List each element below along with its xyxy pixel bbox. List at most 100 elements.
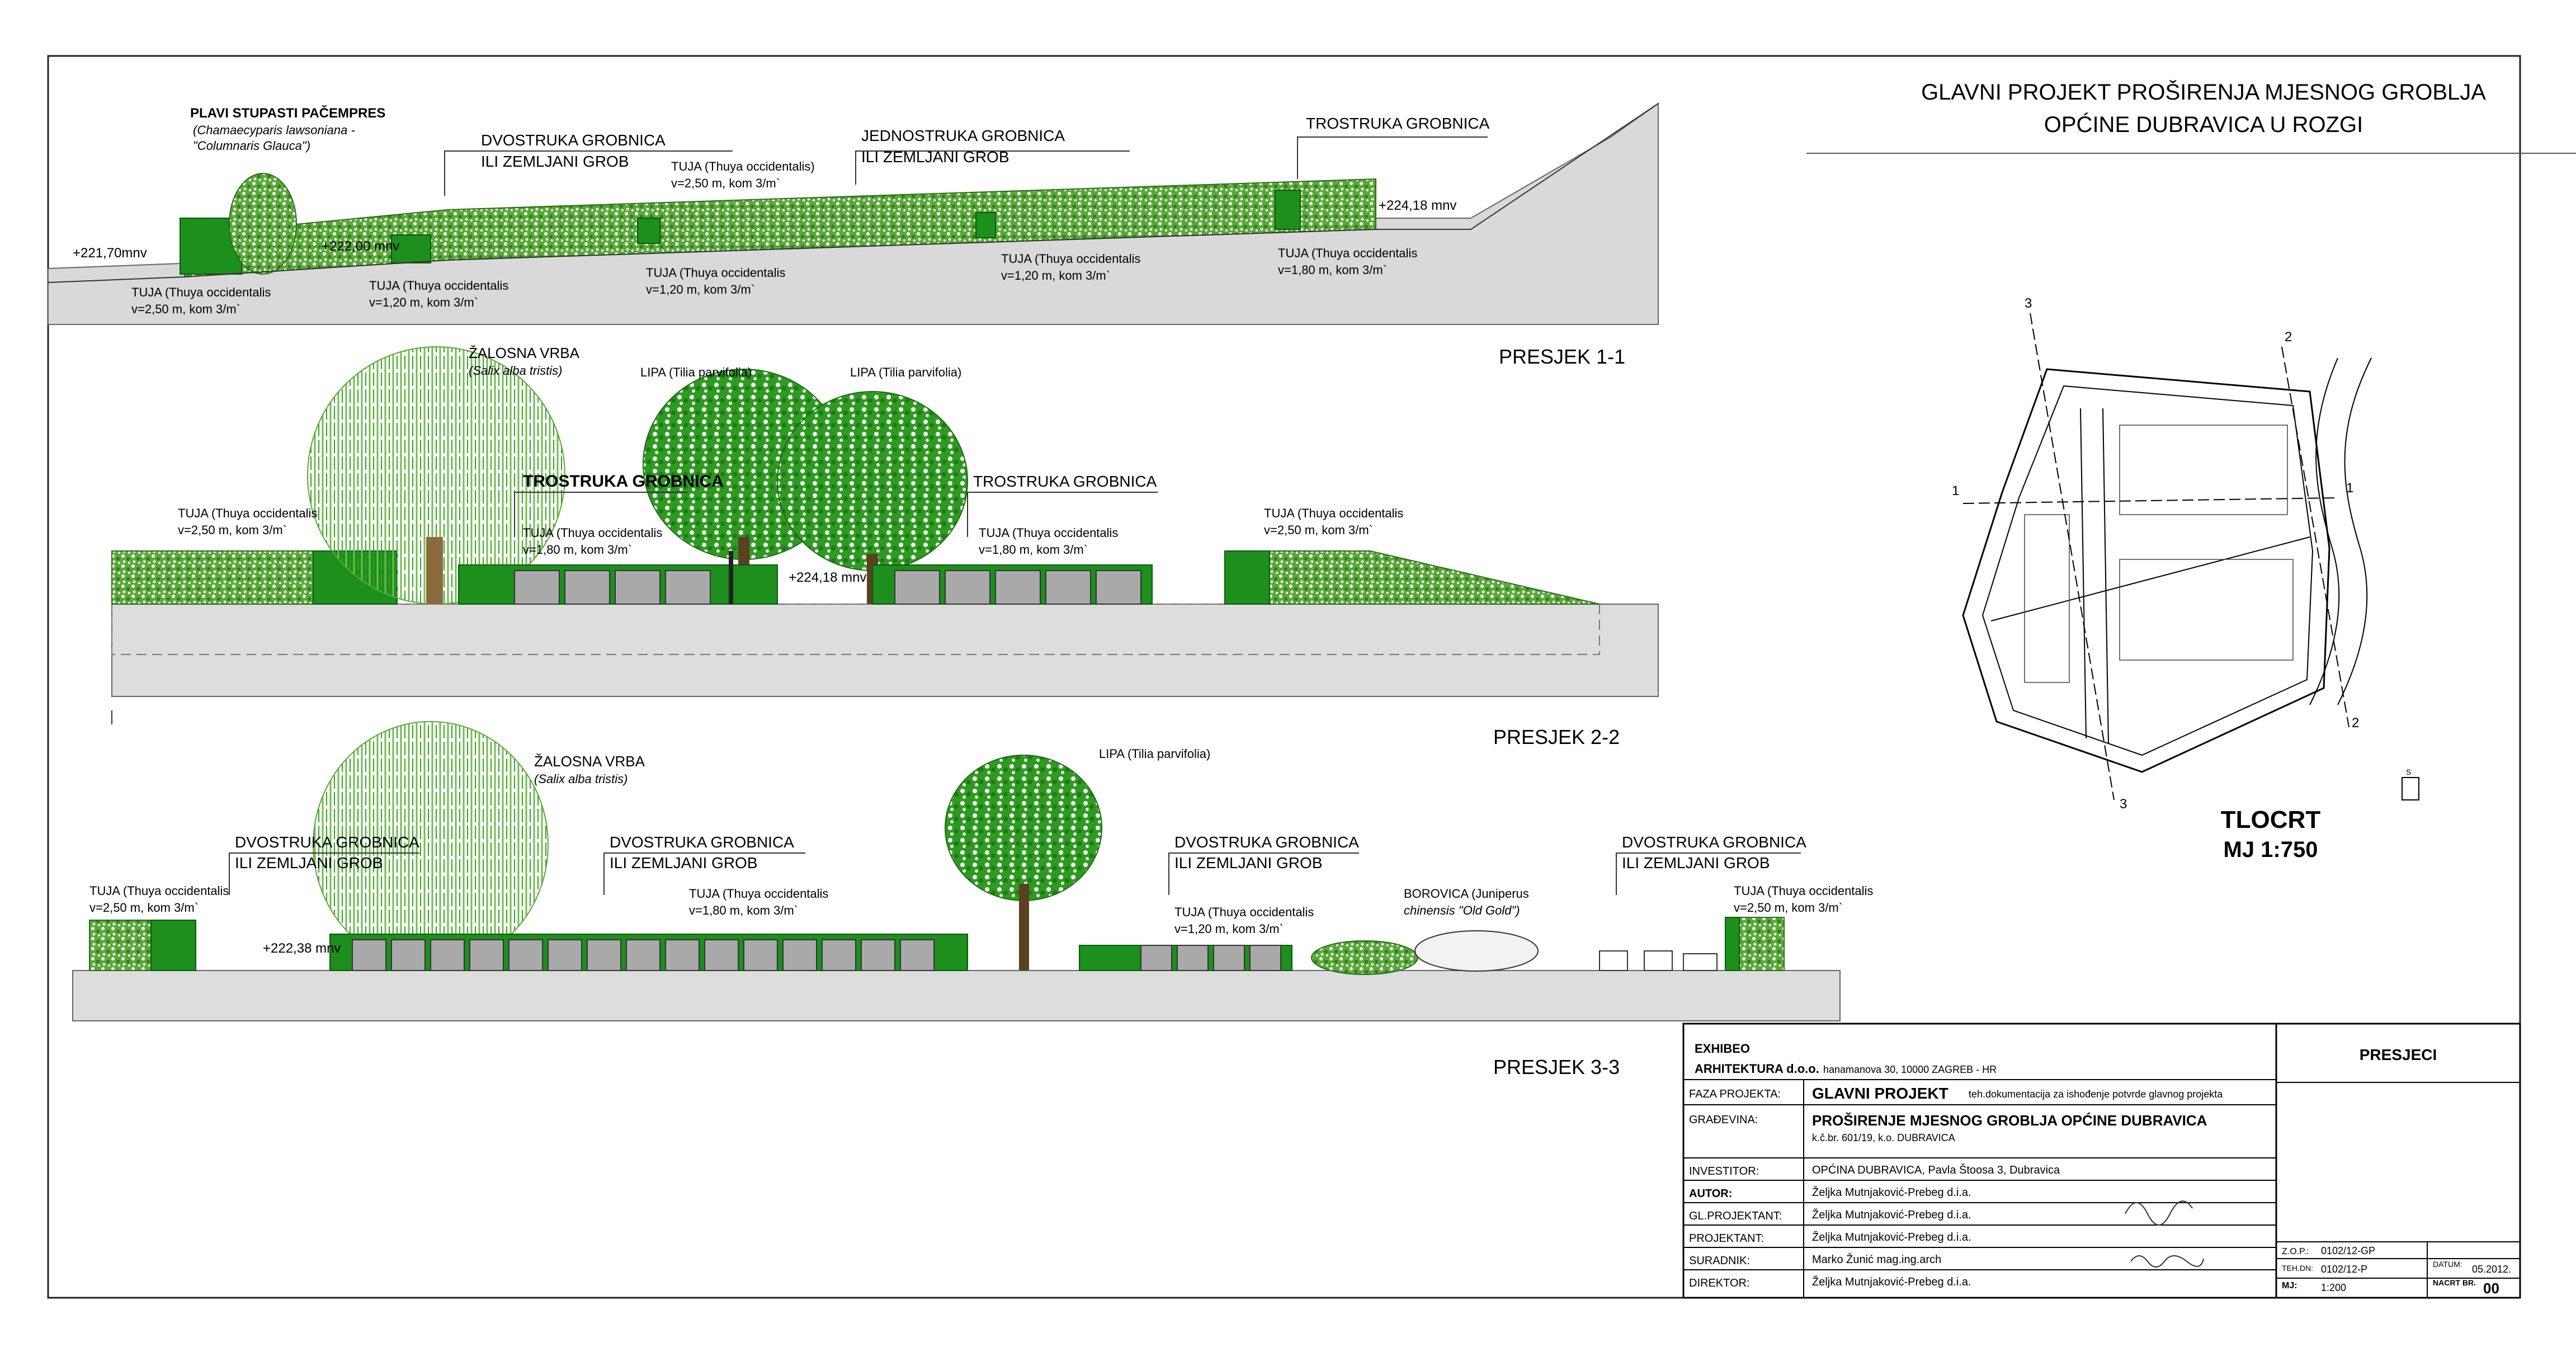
label-tuja-4-spec: v=2,50 m, kom 3/m` bbox=[1264, 523, 1373, 537]
label-tuja: TUJA (Thuya occidentalis) bbox=[671, 159, 815, 173]
label-tuja-4-spec: v=2,50 m, kom 3/m` bbox=[1734, 901, 1843, 915]
label-tuja-3-spec: v=1,80 m, kom 3/m` bbox=[979, 543, 1088, 557]
label-trostruka-right: TROSTRUKA GROBNICA bbox=[973, 473, 1157, 490]
section-1-1: PLAVI STUPASTI PAČEMPRES (Chamaecyparis … bbox=[48, 102, 1659, 368]
grave bbox=[615, 570, 660, 605]
grave bbox=[900, 939, 935, 971]
label-tuja-3: TUJA (Thuya occidentalis bbox=[646, 266, 785, 280]
label-tuja-2-spec: v=1,80 m, kom 3/m` bbox=[523, 543, 632, 557]
label-bracket bbox=[1616, 852, 1801, 895]
grave bbox=[1249, 945, 1281, 971]
plan-path bbox=[2080, 408, 2087, 739]
grave bbox=[514, 570, 560, 605]
label-tuja-1: TUJA (Thuya occidentalis bbox=[89, 884, 229, 898]
north-arrow-icon bbox=[2402, 777, 2419, 800]
logo-name: EXHIBEO bbox=[1695, 1042, 1750, 1056]
label-tuja-3: TUJA (Thuya occidentalis bbox=[979, 526, 1118, 540]
label-pacempres-latin2: "Columnaris Glauca") bbox=[193, 139, 310, 153]
label-tuja-1-spec: v=2,50 m, kom 3/m` bbox=[178, 523, 287, 537]
label-bracket bbox=[603, 852, 805, 895]
label-tuja-2-spec: v=1,80 m, kom 3/m` bbox=[689, 903, 798, 917]
sheet-frame bbox=[47, 55, 2521, 1299]
label-bracket bbox=[444, 150, 733, 196]
grave bbox=[665, 570, 711, 605]
grave-empty bbox=[1683, 953, 1718, 971]
label-tuja-4: TUJA (Thuya occidentalis bbox=[1264, 506, 1403, 520]
section-2-2: ŽALOSNA VRBA (Salix alba tristis) LIPA (… bbox=[111, 345, 1659, 748]
grave bbox=[548, 939, 582, 971]
plan-scale: MJ 1:750 bbox=[2224, 837, 2318, 862]
tb-value-nacrt: 00 bbox=[2483, 1280, 2499, 1297]
label-tuja-1-spec: v=2,50 m, kom 3/m` bbox=[89, 901, 199, 915]
label-willow-latin: (Salix alba tristis) bbox=[469, 364, 562, 378]
tb-value-autor: Željka Mutnjaković-Prebeg d.i.a. bbox=[1812, 1186, 1971, 1199]
cut-line-3 bbox=[2030, 313, 2115, 800]
label-tuja-5: TUJA (Thuya occidentalis bbox=[1278, 246, 1417, 260]
tb-label-nacrt: NACRT BR. bbox=[2433, 1278, 2476, 1287]
thuja-block bbox=[391, 234, 431, 263]
grave bbox=[1177, 945, 1209, 971]
grave bbox=[822, 939, 856, 971]
elevation: +224,18 mnv bbox=[789, 570, 866, 585]
section-title-1-1: PRESJEK 1-1 bbox=[1499, 345, 1625, 368]
hedge-right bbox=[1224, 550, 1600, 605]
grave bbox=[894, 570, 940, 605]
project-title-line2: OPĆINE DUBRAVICA U ROZGI bbox=[2044, 112, 2363, 137]
grave bbox=[743, 939, 778, 971]
road-edge bbox=[2309, 357, 2340, 705]
tb-label-tehdn: TEH.DN: bbox=[2282, 1264, 2313, 1273]
site-plan: 1 1 2 2 3 3 S TLOCRT MJ 1:750 bbox=[1952, 296, 2419, 862]
elevation-mid: +222,00 mnv bbox=[322, 239, 399, 254]
label-dvostruka-b-sub: ILI ZEMLJANI GROB bbox=[610, 854, 758, 872]
tb-value-proj: Željka Mutnjaković-Prebeg d.i.a. bbox=[1812, 1231, 1971, 1243]
grave-empty bbox=[1599, 950, 1628, 971]
label-dvostruka: DVOSTRUKA GROBNICA bbox=[481, 131, 666, 149]
label-tuja-2-spec: v=1,20 m, kom 3/m` bbox=[369, 295, 478, 309]
grave bbox=[861, 939, 895, 971]
label-dvostruka-d: DVOSTRUKA GROBNICA bbox=[1622, 833, 1806, 851]
tb-label-autor: AUTOR: bbox=[1689, 1188, 1732, 1200]
cypress-tree bbox=[229, 173, 297, 275]
tb-label-glproj: GL.PROJEKTANT: bbox=[1689, 1210, 1782, 1222]
label-juniper: BOROVICA (Juniperus bbox=[1404, 887, 1529, 901]
signature-mark bbox=[2130, 1255, 2204, 1268]
label-pacempres: PLAVI STUPASTI PAČEMPRES bbox=[190, 105, 385, 121]
tb-label-gradevina: GRAĐEVINA: bbox=[1689, 1114, 1758, 1126]
grave-row bbox=[352, 939, 935, 971]
tb-value-datum: 05.2012. bbox=[2472, 1264, 2511, 1275]
grave bbox=[1213, 945, 1245, 971]
foundation-outline bbox=[111, 604, 1600, 655]
tb-value-zop: 0102/12-GP bbox=[2321, 1245, 2375, 1256]
label-dvostruka-sub: ILI ZEMLJANI GROB bbox=[481, 153, 629, 170]
thuja-block bbox=[975, 212, 996, 238]
logo-company: ARHITEKTURA d.o.o. bbox=[1695, 1062, 1819, 1076]
hill-ground bbox=[48, 102, 1659, 325]
label-trostruka: TROSTRUKA GROBNICA bbox=[1306, 115, 1490, 132]
road-edge bbox=[2337, 357, 2372, 705]
section-3-3: ŽALOSNA VRBA (Salix alba tristis) LIPA (… bbox=[72, 721, 1873, 1078]
thuja-block bbox=[1224, 550, 1270, 605]
label-willow: ŽALOSNA VRBA bbox=[469, 345, 580, 361]
label-linden-a: LIPA (Tilia parvifolia) bbox=[640, 365, 752, 379]
plan-marker-3: 3 bbox=[2120, 797, 2127, 812]
company-address: hanamanova 30, 10000 ZAGREB - HR bbox=[1823, 1064, 1997, 1075]
elevation: +222,38 mnv bbox=[263, 941, 341, 956]
willow-trunk bbox=[426, 537, 443, 604]
label-tuja-spec: v=2,50 m, kom 3/m` bbox=[671, 176, 780, 190]
tb-value-faza: GLAVNI PROJEKT bbox=[1812, 1085, 1948, 1102]
plan-path bbox=[2102, 408, 2109, 745]
label-dvostruka-a-sub: ILI ZEMLJANI GROB bbox=[235, 854, 383, 872]
grave bbox=[1096, 570, 1141, 605]
label-tuja-1: TUJA (Thuya occidentalis bbox=[178, 506, 317, 520]
linden-tree-right bbox=[777, 391, 968, 571]
section-title-2-2: PRESJEK 2-2 bbox=[1493, 726, 1620, 748]
tb-label-mj: MJ: bbox=[2282, 1281, 2297, 1290]
plan-marker-1: 1 bbox=[2346, 481, 2353, 496]
grave bbox=[1045, 570, 1091, 605]
tb-value-glproj: Željka Mutnjaković-Prebeg d.i.a. bbox=[1812, 1208, 1971, 1221]
tb-label-zop: Z.O.P.: bbox=[2282, 1247, 2309, 1256]
plan-marker-2: 2 bbox=[2285, 329, 2292, 345]
label-bracket bbox=[229, 852, 419, 895]
label-bracket bbox=[855, 150, 1130, 185]
label-tuja-5-spec: v=1,80 m, kom 3/m` bbox=[1278, 263, 1387, 277]
